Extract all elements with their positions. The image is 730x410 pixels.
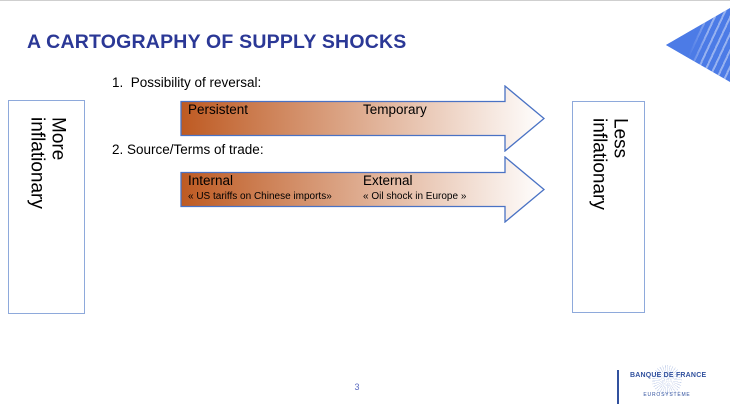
arrow-source-terms-of-trade: Internal « US tariffs on Chinese imports… <box>180 156 545 223</box>
logo-subtitle: EUROSYSTÈME <box>643 392 691 398</box>
less-inflationary-label: Less inflationary <box>588 118 631 210</box>
arrow-label-external: External « Oil shock in Europe » <box>363 173 467 202</box>
banque-de-france-triangle-icon <box>666 8 730 82</box>
arrow-label-internal: Internal « US tariffs on Chinese imports… <box>188 173 332 202</box>
more-inflationary-box: More inflationary <box>8 100 85 314</box>
arrow-label-text: Persistent <box>188 102 249 117</box>
logo-name: BANQUE DE FRANCE <box>630 372 707 379</box>
section-label-source: 2. Source/Terms of trade: <box>112 142 264 157</box>
arrow-label-text: Temporary <box>363 102 427 117</box>
arrow-label-text: External <box>363 173 413 188</box>
arrow-label-persistent: Persistent <box>188 102 249 118</box>
page-title: A CARTOGRAPHY OF SUPPLY SHOCKS <box>27 31 407 53</box>
arrow-label-text: Internal <box>188 173 234 188</box>
arrow-possibility-of-reversal: Persistent Temporary <box>180 85 545 152</box>
logo-divider <box>617 370 619 404</box>
gradient-arrow-icon <box>180 85 545 152</box>
gradient-arrow-icon <box>180 156 545 223</box>
arrow-sublabel-text: « Oil shock in Europe » <box>363 190 467 202</box>
sunburst-icon <box>652 365 682 395</box>
arrow-label-temporary: Temporary <box>363 102 427 118</box>
banque-de-france-logo: BANQUE DE FRANCE EUROSYSTÈME <box>612 363 722 407</box>
section-label-reversal: 1. Possibility of reversal: <box>112 75 262 90</box>
less-inflationary-box: Less inflationary <box>572 101 645 313</box>
more-inflationary-label: More inflationary <box>26 117 69 209</box>
page-number: 3 <box>354 382 360 392</box>
arrow-sublabel-text: « US tariffs on Chinese imports» <box>188 190 332 202</box>
